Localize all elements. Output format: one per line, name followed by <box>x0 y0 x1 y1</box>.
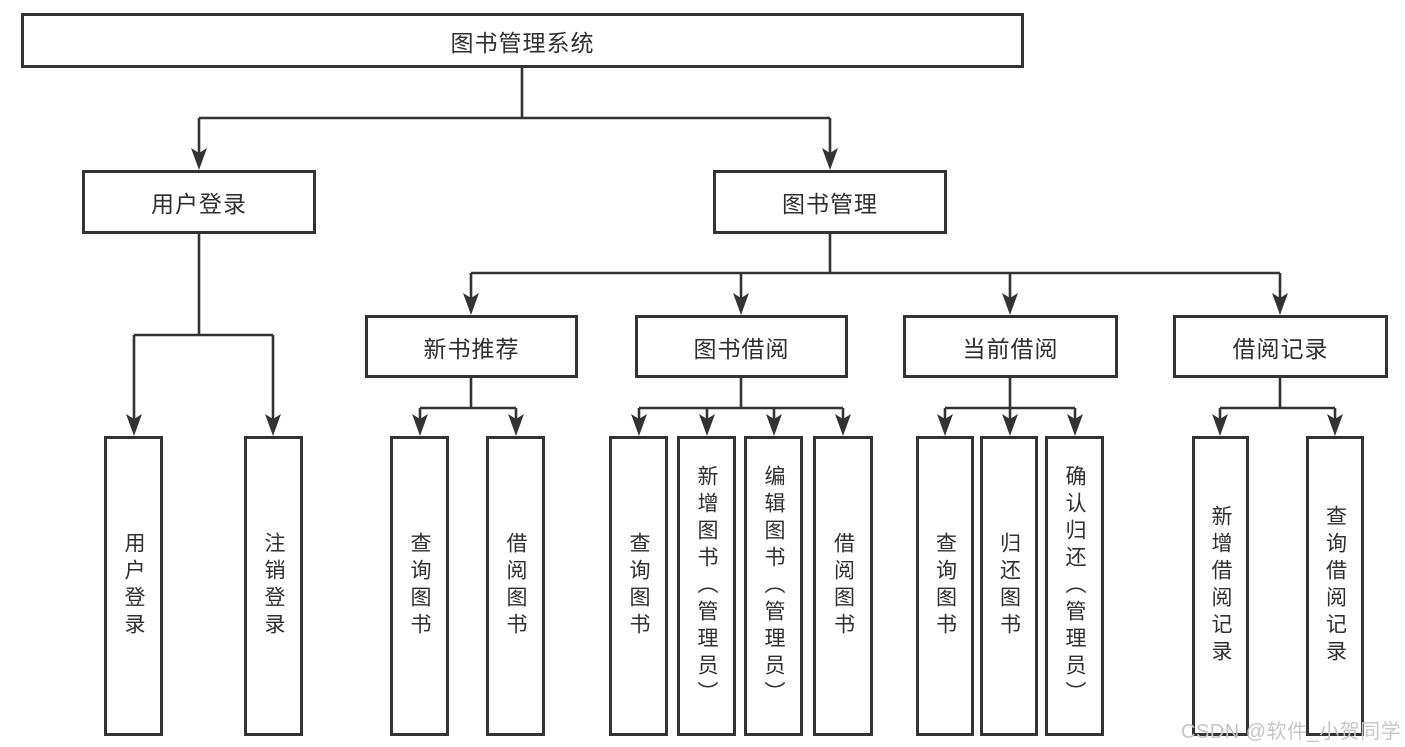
leaf-add-books-admin: 新增图书（管理员） <box>677 436 736 736</box>
node-user-login-label: 用户登录 <box>151 191 247 217</box>
leaf-user-login-label: 用户登录 <box>122 532 145 640</box>
node-current-borrow: 当前借阅 <box>903 315 1118 378</box>
leaf-confirm-return-admin: 确认归还（管理员） <box>1045 436 1104 736</box>
node-book-borrow-label: 图书借阅 <box>693 335 790 362</box>
leaf-query-books-recommend-label: 查询图书 <box>408 532 431 640</box>
node-borrow-records: 借阅记录 <box>1173 315 1388 378</box>
leaf-edit-books-admin: 编辑图书（管理员） <box>744 436 803 736</box>
leaf-query-books-current-label: 查询图书 <box>933 532 957 640</box>
node-book-management-label: 图书管理 <box>782 191 878 217</box>
csdn-watermark: CSDN @软件_小贺同学 <box>1181 721 1402 743</box>
leaf-query-books-borrow-label: 查询图书 <box>627 532 650 640</box>
node-root-label: 图书管理系统 <box>450 29 595 56</box>
leaf-add-books-admin-label: 新增图书（管理员） <box>695 464 718 708</box>
node-new-book-recommend-label: 新书推荐 <box>423 335 520 362</box>
leaf-return-books-label: 归还图书 <box>997 532 1021 640</box>
node-new-book-recommend: 新书推荐 <box>365 315 578 378</box>
leaf-add-borrow-record-label: 新增借阅记录 <box>1209 505 1232 667</box>
leaf-logout-label: 注销登录 <box>262 532 285 640</box>
node-user-login: 用户登录 <box>82 170 316 234</box>
leaf-edit-books-admin-label: 编辑图书（管理员） <box>762 464 785 708</box>
leaf-query-books-recommend: 查询图书 <box>390 436 449 736</box>
leaf-query-books-current: 查询图书 <box>916 436 974 736</box>
leaf-add-borrow-record: 新增借阅记录 <box>1192 436 1249 736</box>
leaf-borrow-books-recommend: 借阅图书 <box>486 436 545 736</box>
leaf-user-login: 用户登录 <box>104 436 163 736</box>
node-current-borrow-label: 当前借阅 <box>962 335 1059 362</box>
leaf-query-borrow-record: 查询借阅记录 <box>1306 436 1364 736</box>
leaf-logout: 注销登录 <box>244 436 303 736</box>
leaf-borrow-books: 借阅图书 <box>813 436 873 736</box>
node-borrow-records-label: 借阅记录 <box>1232 335 1329 362</box>
leaf-query-borrow-record-label: 查询借阅记录 <box>1323 505 1347 667</box>
leaf-query-books-borrow: 查询图书 <box>609 436 668 736</box>
leaf-confirm-return-admin-label: 确认归还（管理员） <box>1063 464 1086 708</box>
leaf-borrow-books-label: 借阅图书 <box>831 532 855 640</box>
node-book-management: 图书管理 <box>713 170 947 234</box>
node-book-borrow: 图书借阅 <box>635 315 848 378</box>
leaf-borrow-books-recommend-label: 借阅图书 <box>504 532 527 640</box>
leaf-return-books: 归还图书 <box>980 436 1038 736</box>
node-root: 图书管理系统 <box>21 13 1024 68</box>
